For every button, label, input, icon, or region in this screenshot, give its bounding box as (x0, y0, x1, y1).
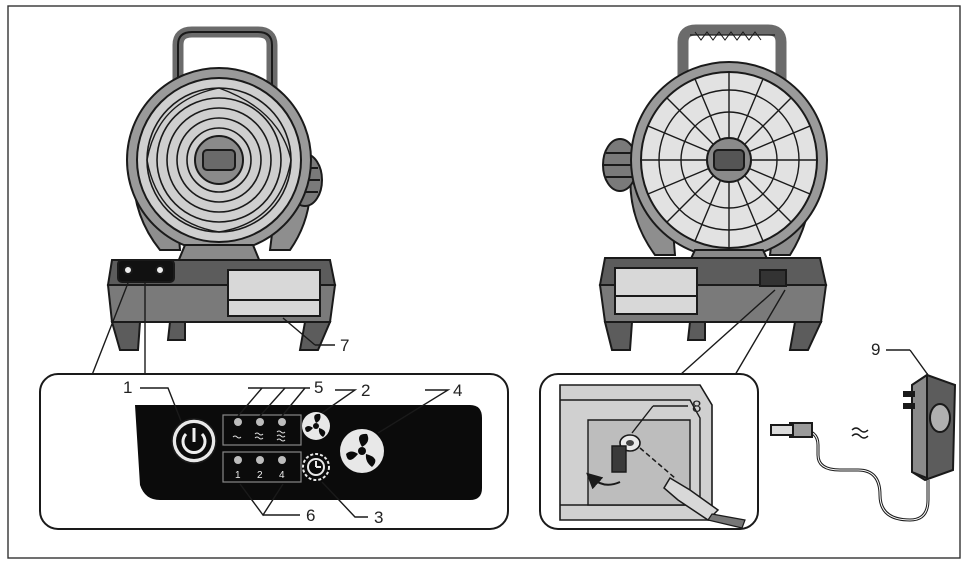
ac-adapter (770, 373, 957, 522)
callout-8: 8 (692, 397, 701, 416)
rotate-arrow-icon (586, 472, 621, 490)
timer-icon (307, 458, 325, 476)
fan-mode-button (302, 412, 330, 440)
callout-1: 1 (123, 378, 132, 397)
fan-speed-icon (232, 430, 286, 442)
callout-9: 9 (871, 340, 880, 359)
fan-speed-leds (234, 418, 286, 426)
timer-digit-2: 2 (257, 470, 263, 481)
dc-jack-zoom (539, 373, 759, 530)
callout-7: 7 (340, 336, 349, 355)
fan-rear-view (598, 24, 828, 351)
timer-digit-1: 1 (235, 470, 241, 481)
fan-front-view (106, 26, 337, 351)
fan-icon (346, 433, 376, 467)
timer-digit-3: 4 (279, 470, 285, 481)
power-icon (181, 428, 207, 454)
callout-4: 4 (453, 381, 462, 400)
power-button (171, 418, 217, 464)
callout-5: 5 (314, 378, 323, 397)
oscillation-button (340, 429, 384, 473)
callout-3: 3 (374, 508, 383, 527)
page-frame (7, 5, 961, 559)
callout-2: 2 (361, 381, 370, 400)
timer-leds (234, 456, 286, 464)
fan-icon (305, 413, 326, 437)
control-panel (135, 405, 482, 500)
timer-button (302, 453, 330, 481)
callout-6: 6 (306, 506, 315, 525)
ac-plug-icon (903, 391, 915, 409)
